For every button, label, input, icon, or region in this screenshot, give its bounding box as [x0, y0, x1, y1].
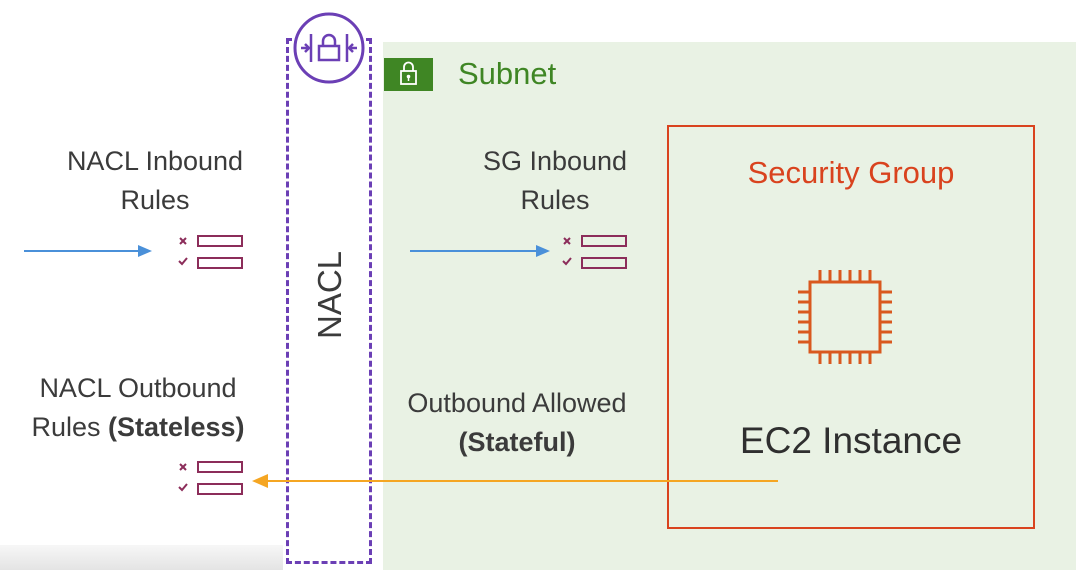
cpu-chip-icon	[792, 264, 898, 370]
sg-inbound-arrow	[410, 245, 550, 257]
nacl-outbound-rules-text: NACL Outbound Rules (Stateless)	[0, 369, 276, 447]
nacl-label: NACL	[311, 250, 348, 339]
rules-list-icon	[176, 234, 248, 276]
security-group-box	[667, 125, 1035, 529]
nacl-outbound-stateless: (Stateless)	[107, 412, 245, 442]
nacl-outbound-line1: NACL Outbound	[39, 373, 237, 403]
sg-outbound-line1: Outbound Allowed	[407, 388, 627, 418]
nacl-inbound-arrow	[24, 245, 152, 257]
lock-icon	[384, 58, 433, 91]
rules-list-icon	[560, 234, 632, 276]
rules-list-icon	[176, 460, 248, 502]
nacl-outbound-rules: Rules	[31, 412, 108, 442]
sg-inbound-line1: SG Inbound	[482, 146, 628, 176]
security-group-label: Security Group	[747, 155, 955, 190]
outbound-arrow	[252, 474, 778, 488]
sg-inbound-line2: Rules	[520, 185, 590, 215]
slide-shadow	[0, 545, 283, 570]
subnet-label: Subnet	[458, 56, 557, 91]
nacl-inbound-line2: Rules	[120, 185, 190, 215]
nacl-outbound-line2: Rules (Stateless)	[0, 408, 276, 447]
sg-outbound-stateful: (Stateful)	[458, 427, 576, 457]
nacl-inbound-rules-text: NACL Inbound Rules	[30, 142, 280, 220]
ec2-instance-label: EC2 Instance	[739, 420, 963, 461]
nacl-icon	[291, 10, 367, 86]
nacl-inbound-line1: NACL Inbound	[66, 146, 244, 176]
sg-inbound-rules-text: SG Inbound Rules	[430, 142, 680, 220]
sg-outbound-allowed-text: Outbound Allowed (Stateful)	[367, 384, 667, 462]
